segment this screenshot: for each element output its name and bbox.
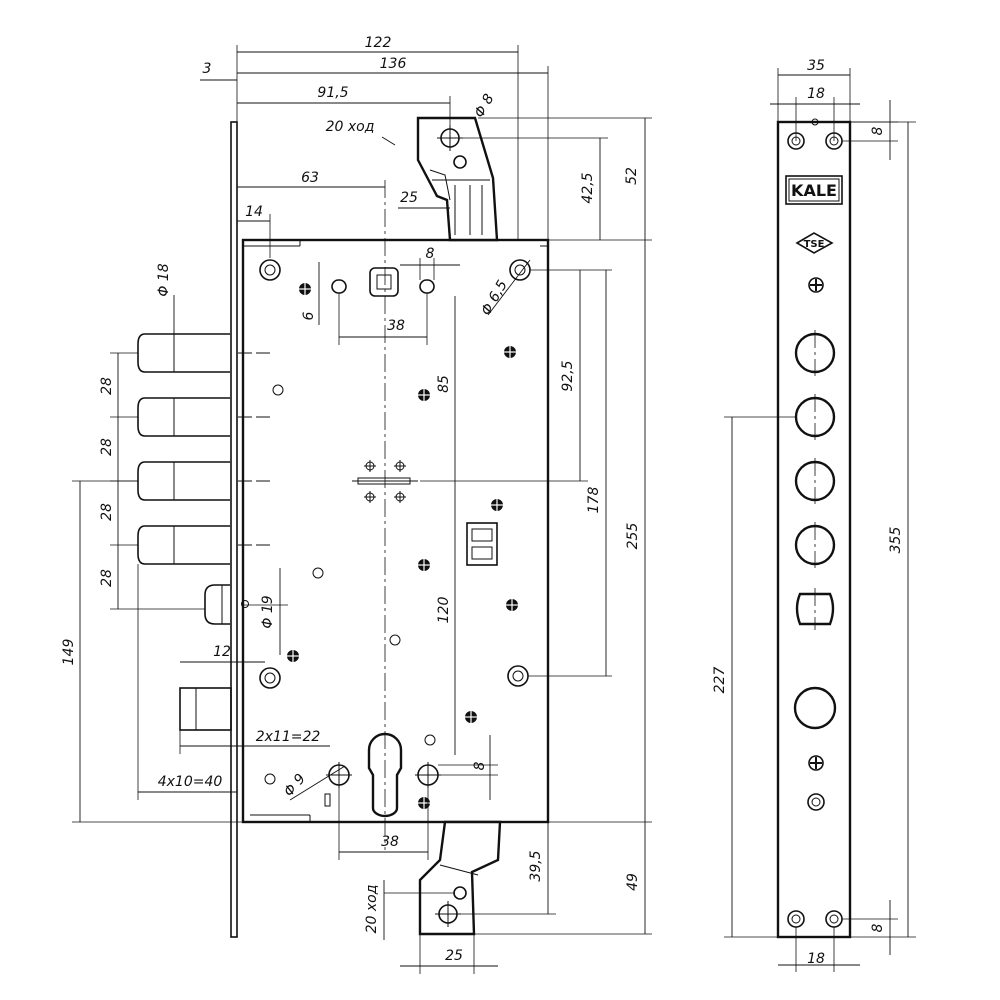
screw-icon [464,710,478,724]
dim-49: 49 [625,873,641,891]
dim-d18: Φ 18 [156,263,172,296]
screw-icon [417,388,431,402]
bolt-hole-4-icon [794,522,836,568]
dim-28-c: 28 [99,503,115,521]
latch-hole-icon [795,588,835,630]
dim-85: 85 [436,375,452,393]
dim-136: 136 [380,56,407,72]
bottom-rod-connector [418,820,502,936]
dim-39-5: 39,5 [528,850,544,881]
dim-42-5: 42,5 [580,172,596,203]
bolt-4 [137,525,270,565]
dim-14: 14 [245,204,263,220]
dim-d19: Φ 19 [260,595,276,628]
mount-hole-tr-icon [509,259,531,281]
lower-bolt-hole-icon [793,686,837,730]
forend-screw-icon [808,277,824,293]
fp-dim-35: 35 [807,58,825,74]
bolt-hole-2-icon [794,394,836,440]
bolt-hole-1-icon [794,330,836,376]
forend-hole-bl-icon [787,910,805,928]
dim-12: 12 [213,644,231,660]
dim-28-a: 28 [99,377,115,395]
dim-149: 149 [61,639,77,666]
dim-255: 255 [625,523,641,550]
forend-hole-br-icon [825,910,843,928]
fp-dim-18-bottom: 18 [807,951,825,967]
dim-122: 122 [365,35,392,51]
handle-spindle [331,267,435,297]
svg-text:TSE: TSE [804,239,825,250]
indicator-window [466,522,498,566]
fp-dim-355: 355 [888,527,904,554]
bolt-hole-3-icon [794,458,836,504]
dim-stroke-20-top: 20 ход [326,119,375,135]
top-rod-connector [416,116,499,242]
dim-8-top: 8 [426,246,435,262]
dim-91-5: 91,5 [317,85,348,101]
dim-25-bottom: 25 [445,948,463,964]
dim-6: 6 [301,311,317,320]
cylinder-screw-hole-left-icon [326,762,352,788]
dim-120: 120 [436,597,452,624]
dim-hook-pitch: 4x10=40 [158,774,223,790]
screw-icon [503,345,517,359]
fp-dim-8-top: 8 [870,126,886,135]
mount-hole-ml-icon [259,667,281,689]
dim-25-top: 25 [400,190,418,206]
forend-screw-icon [808,755,824,771]
screws [286,282,519,810]
dimensions-forend: 35 18 8 355 227 8 18 [712,58,916,972]
deadbolts [137,333,270,565]
lower-bolt [179,687,232,731]
mount-hole-mr-icon [507,665,529,687]
mount-hole-tl-icon [259,259,281,281]
fp-dim-18-top: 18 [807,86,825,102]
dim-d9: Φ 9 [281,771,309,800]
screw-icon [490,498,504,512]
screw-icon [505,598,519,612]
forend-plate-front: KALE TSE [776,118,852,939]
cylinder-screw-hole-right-icon [415,762,441,788]
dim-52: 52 [624,167,640,185]
dimensions-left-view: 122 136 3 91,5 Φ 8 20 ход 63 25 14 42,5 … [61,35,652,974]
screw-icon [286,649,300,663]
dim-8-bottom: 8 [472,761,488,770]
plain-holes [264,384,436,785]
dim-92-5: 92,5 [560,360,576,391]
screw-icon [298,282,312,296]
kale-logo: KALE [785,175,843,205]
small-hole-icon [807,793,825,811]
dim-38-top: 38 [387,318,405,334]
svg-text:KALE: KALE [791,181,837,200]
dim-stroke-20-bottom: 20 ход [364,885,380,934]
bolt-3 [137,461,270,501]
dim-28-d: 28 [99,569,115,587]
dim-63: 63 [301,170,319,186]
latch [204,584,249,625]
bolt-2 [137,397,270,437]
screw-icon [417,558,431,572]
dim-d8: Φ 8 [472,91,498,120]
tse-badge-icon: TSE [795,232,834,254]
fp-dim-8-bottom: 8 [870,923,886,932]
dim-3: 3 [203,61,212,77]
dim-bolt-pitch: 2x11=22 [256,729,321,745]
fp-dim-227: 227 [712,667,728,694]
bolt-1 [137,333,270,373]
dim-28-b: 28 [99,438,115,456]
dim-178: 178 [586,487,602,514]
dim-38-bottom: 38 [381,834,399,850]
dim-d6-5: Φ 6,5 [478,278,511,319]
screw-icon [417,796,431,810]
lock-case [241,238,550,824]
forend-side [230,121,238,938]
